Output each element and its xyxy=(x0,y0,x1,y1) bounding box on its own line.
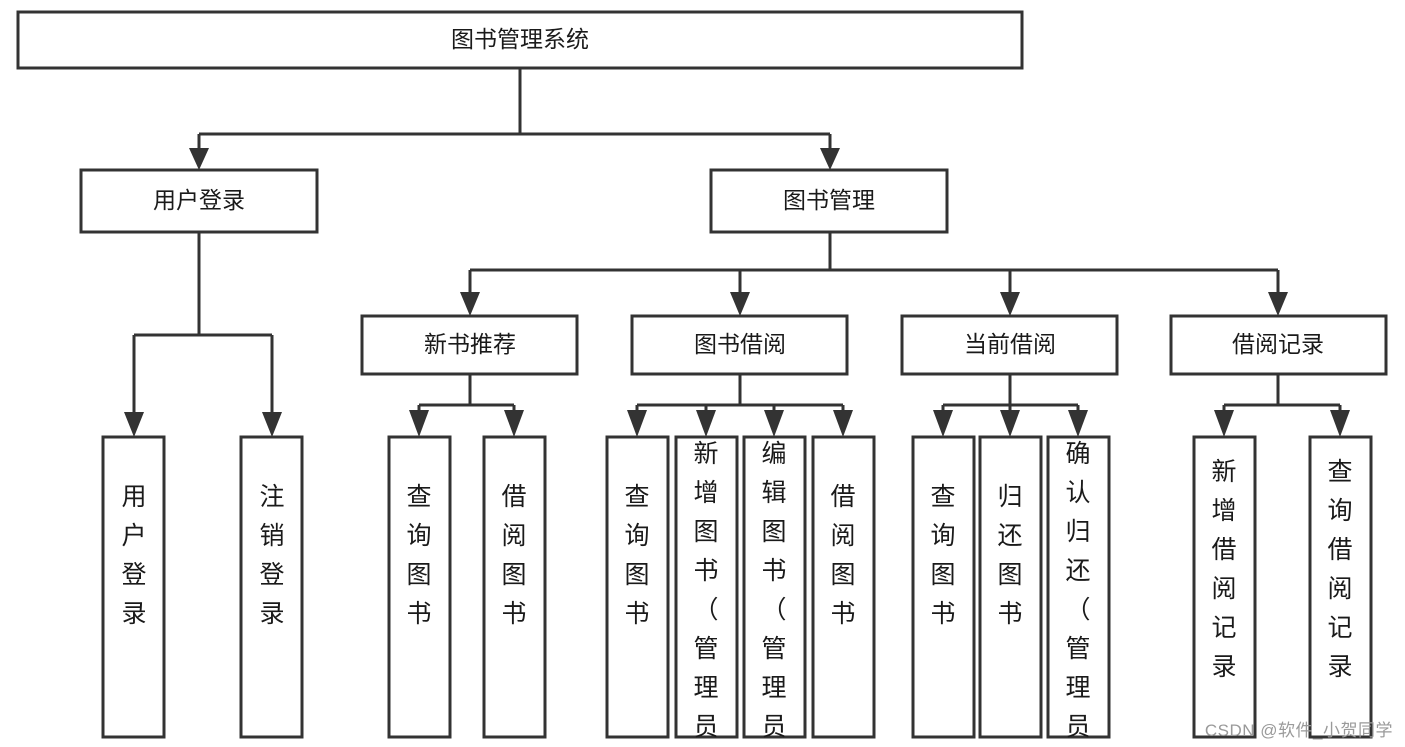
node-book-management[interactable]: 图书管理 xyxy=(709,168,949,234)
arrow-head-user-login-leaf xyxy=(124,412,144,437)
leaf-book-borrow-2-label: 新增图书（管理员） xyxy=(693,440,718,747)
leaf-borrow-record-1-label: 新增借阅记录 xyxy=(1211,458,1236,681)
arrow-head-bookmgmt xyxy=(820,148,840,170)
node-current-borrow-box[interactable] xyxy=(900,314,1119,376)
node-book-borrow-label: 图书借阅 xyxy=(694,331,786,357)
arrow-head-borrowrecord-leaf-2 xyxy=(1330,410,1350,437)
node-new-book-recommend-box[interactable] xyxy=(360,314,579,376)
leaf-new-book-2-label: 借阅图书 xyxy=(501,483,526,628)
leaf-book-borrow-2-box[interactable] xyxy=(674,435,739,739)
leaf-user-login-1-box[interactable] xyxy=(101,435,166,739)
leaf-borrow-record-2[interactable]: 查询借阅记录 xyxy=(1308,435,1373,739)
leaf-current-borrow-2[interactable]: 归还图书 xyxy=(978,435,1043,739)
leaf-book-borrow-1-label: 查询图书 xyxy=(624,483,649,628)
arrow-head-new-book xyxy=(460,292,480,316)
leaf-new-book-2[interactable]: 借阅图书 xyxy=(482,435,547,739)
arrow-head-borrowrecord-leaf-1 xyxy=(1214,410,1234,437)
arrow-head-logout-leaf xyxy=(262,412,282,437)
leaf-book-borrow-4-label: 借阅图书 xyxy=(830,483,855,628)
leaf-user-login-1-label: 用户登录 xyxy=(121,483,146,628)
leaf-current-borrow-3-box[interactable] xyxy=(1046,435,1111,739)
leaf-current-borrow-1-box[interactable] xyxy=(911,435,976,739)
node-book-management-box[interactable] xyxy=(709,168,949,234)
arrow-head-bookborrow-leaf-4 xyxy=(833,410,853,437)
node-user-login[interactable]: 用户登录 xyxy=(79,168,319,234)
leaf-book-borrow-1[interactable]: 查询图书 xyxy=(605,435,670,739)
node-book-management-label: 图书管理 xyxy=(783,187,875,213)
arrow-head-currentborrow-leaf-2 xyxy=(1000,410,1020,437)
node-new-book-recommend[interactable]: 新书推荐 xyxy=(360,314,579,376)
leaf-book-borrow-3-box[interactable] xyxy=(742,435,807,739)
arrow-head-book-borrow xyxy=(730,292,750,316)
leaf-current-borrow-1[interactable]: 查询图书 xyxy=(911,435,976,739)
arrow-head-currentborrow-leaf-3 xyxy=(1068,410,1088,437)
node-new-book-recommend-label: 新书推荐 xyxy=(424,331,516,357)
arrow-head-bookborrow-leaf-3 xyxy=(764,410,784,437)
arrow-head-bookborrow-leaf-1 xyxy=(627,410,647,437)
leaf-current-borrow-3[interactable]: 确认归还（管理员） xyxy=(1046,435,1111,747)
leaf-new-book-1-label: 查询图书 xyxy=(406,483,431,628)
arrow-head-userlogin xyxy=(189,148,209,170)
leaf-user-login-1[interactable]: 用户登录 xyxy=(101,435,166,739)
node-borrow-record-box[interactable] xyxy=(1169,314,1388,376)
leaf-book-borrow-4[interactable]: 借阅图书 xyxy=(811,435,876,739)
leaf-book-borrow-4-box[interactable] xyxy=(811,435,876,739)
leaf-book-borrow-2[interactable]: 新增图书（管理员） xyxy=(674,435,739,747)
node-book-borrow-box[interactable] xyxy=(630,314,849,376)
node-current-borrow[interactable]: 当前借阅 xyxy=(900,314,1119,376)
node-current-borrow-label: 当前借阅 xyxy=(964,331,1056,357)
connector-layer xyxy=(124,68,1350,437)
leaf-borrow-record-2-box[interactable] xyxy=(1308,435,1373,739)
arrow-head-currentborrow-leaf-1 xyxy=(933,410,953,437)
node-borrow-record[interactable]: 借阅记录 xyxy=(1169,314,1388,376)
node-user-login-box[interactable] xyxy=(79,168,319,234)
node-root-label: 图书管理系统 xyxy=(451,26,589,52)
leaf-new-book-1-box[interactable] xyxy=(387,435,452,739)
arrow-head-current-borrow xyxy=(1000,292,1020,316)
leaf-user-login-2-label: 注销登录 xyxy=(259,483,284,628)
leaf-new-book-2-box[interactable] xyxy=(482,435,547,739)
arrow-head-newbook-leaf-1 xyxy=(409,410,429,437)
node-root-box[interactable] xyxy=(16,10,1024,70)
csdn-watermark: CSDN @软件_小贺同学 xyxy=(1204,721,1393,740)
leaf-borrow-record-1-box[interactable] xyxy=(1192,435,1257,739)
node-borrow-record-label: 借阅记录 xyxy=(1232,331,1324,357)
leaf-borrow-record-2-label: 查询借阅记录 xyxy=(1327,458,1352,681)
leaf-new-book-1[interactable]: 查询图书 xyxy=(387,435,452,739)
arrow-head-borrow-record xyxy=(1268,292,1288,316)
leaf-book-borrow-3-label: 编辑图书（管理员） xyxy=(761,440,786,747)
arrow-head-newbook-leaf-2 xyxy=(504,410,524,437)
leaf-current-borrow-1-label: 查询图书 xyxy=(930,483,955,628)
node-user-login-label: 用户登录 xyxy=(153,187,245,213)
leaf-borrow-record-1[interactable]: 新增借阅记录 xyxy=(1192,435,1257,739)
arrow-head-bookborrow-leaf-2 xyxy=(696,410,716,437)
leaf-user-login-2-box[interactable] xyxy=(239,435,304,739)
node-book-borrow[interactable]: 图书借阅 xyxy=(630,314,849,376)
leaf-book-borrow-1-box[interactable] xyxy=(605,435,670,739)
leaf-current-borrow-3-label: 确认归还（管理员） xyxy=(1065,440,1090,747)
leaf-user-login-2[interactable]: 注销登录 xyxy=(239,435,304,739)
node-root[interactable]: 图书管理系统 xyxy=(16,10,1024,70)
leaf-book-borrow-3[interactable]: 编辑图书（管理员） xyxy=(742,435,807,747)
leaf-current-borrow-2-label: 归还图书 xyxy=(997,483,1022,628)
leaf-current-borrow-2-box[interactable] xyxy=(978,435,1043,739)
